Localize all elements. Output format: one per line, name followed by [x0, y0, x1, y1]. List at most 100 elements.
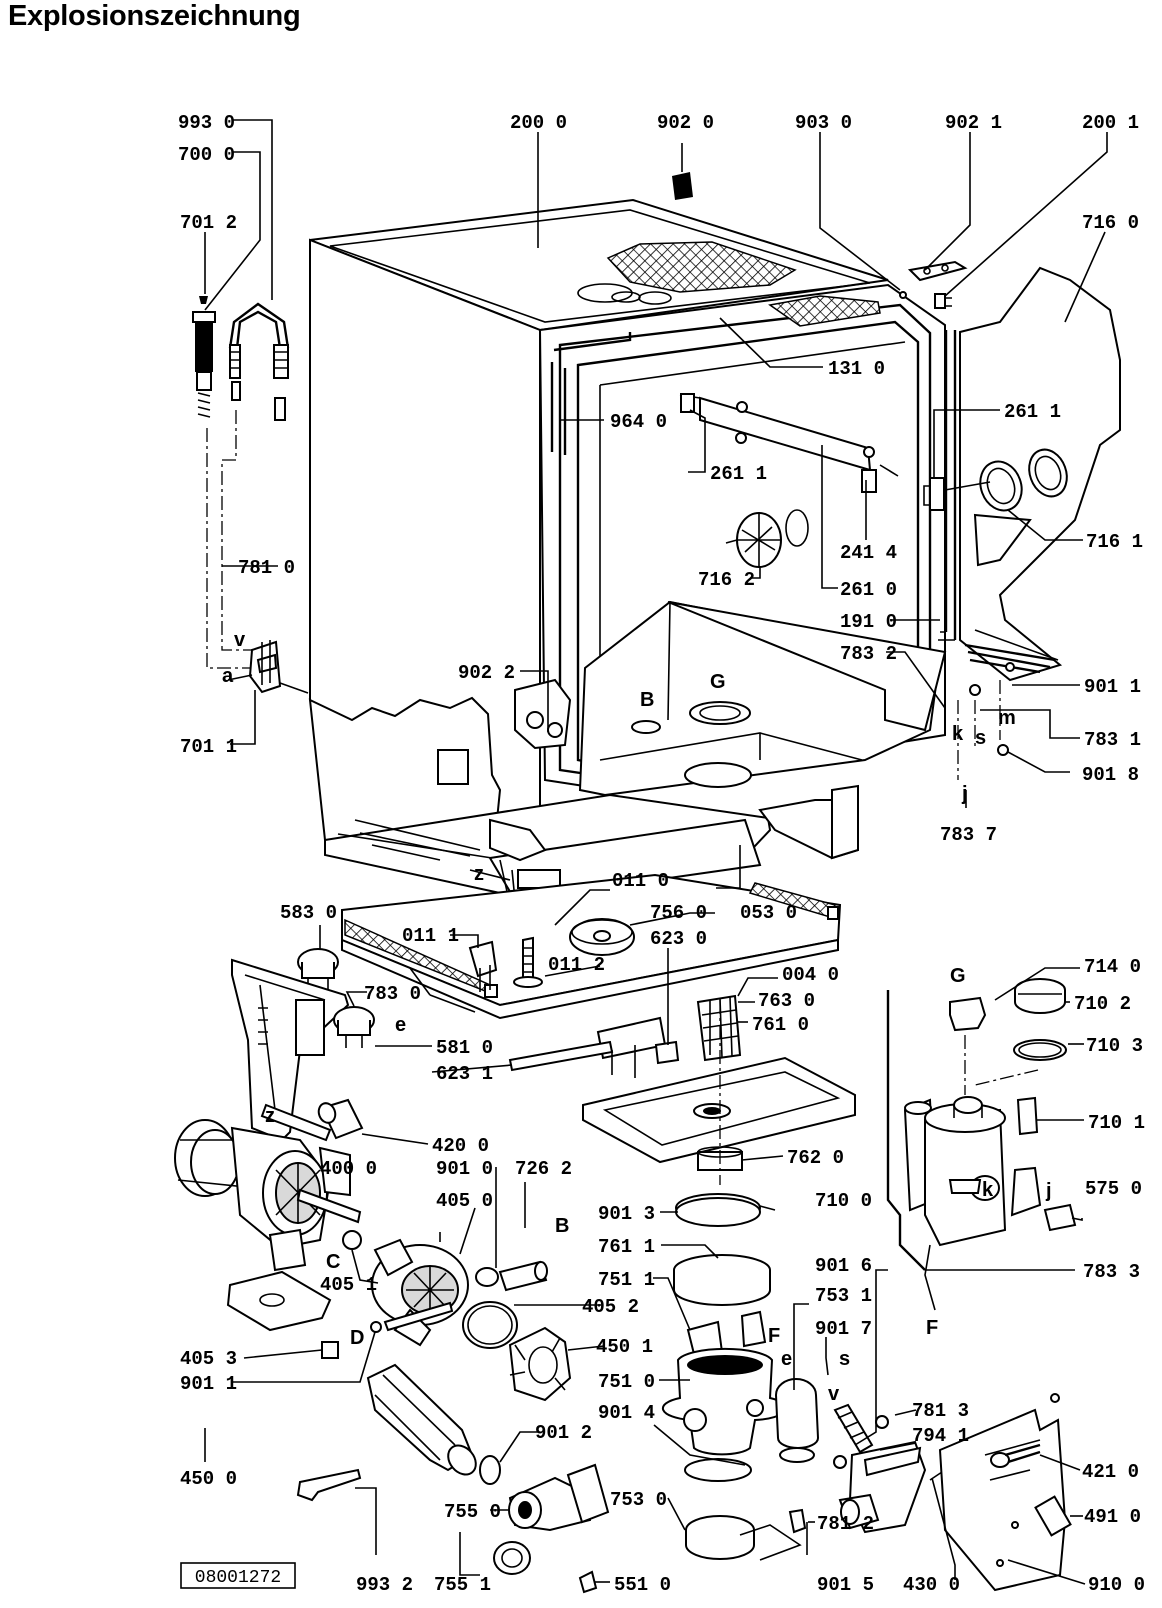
drain-hose-parts — [296, 1363, 610, 1594]
callout-781-0: 781 0 — [238, 557, 295, 579]
callout-716-1: 716 1 — [1086, 531, 1143, 553]
water-softener-710 — [886, 978, 1077, 1311]
callout-405-1: 405 1 — [320, 1274, 377, 1296]
callout-902-2: 902 2 — [458, 662, 515, 684]
callout-011-1: 011 1 — [402, 925, 459, 947]
callout-241-4: 241 4 — [840, 542, 897, 564]
control-plate-421 — [938, 1393, 1072, 1592]
drawing-number-box — [180, 1562, 296, 1589]
callout-200-1: 200 1 — [1082, 112, 1139, 134]
callout-763-0: 763 0 — [758, 990, 815, 1012]
callout-405-2: 405 2 — [582, 1296, 639, 1318]
callout-901-5: 901 5 — [817, 1574, 874, 1596]
callout-710-2: 710 2 — [1074, 993, 1131, 1015]
callout-993-2: 993 2 — [356, 1574, 413, 1596]
part-902-0 — [672, 143, 693, 200]
callout-700-0: 700 0 — [178, 144, 235, 166]
callout-labels: 993 0 700 0 701 2 200 0 902 0 903 0 902 … — [178, 112, 1145, 1596]
letter-s-valve: s — [839, 1348, 850, 1370]
callout-583-0: 583 0 — [280, 902, 337, 924]
left-hose-parts — [192, 296, 309, 694]
callout-794-1: 794 1 — [912, 1425, 969, 1447]
letter-s-top: s — [975, 727, 986, 749]
callout-751-1: 751 1 — [598, 1269, 655, 1291]
callout-575-0: 575 0 — [1085, 1178, 1142, 1200]
callout-753-0: 753 0 — [610, 1489, 667, 1511]
leader-lines — [204, 119, 1108, 1585]
callout-753-1: 753 1 — [815, 1285, 872, 1307]
letter-b-tub: B — [640, 689, 654, 711]
letter-v-valve: v — [828, 1383, 840, 1405]
callout-191-0: 191 0 — [840, 611, 897, 633]
callout-783-2: 783 2 — [840, 643, 897, 665]
letter-c: C — [326, 1251, 340, 1273]
callout-261-0: 261 0 — [840, 579, 897, 601]
callout-053-0: 053 0 — [740, 902, 797, 924]
letter-m: m — [998, 707, 1016, 729]
callout-755-0: 755 0 — [444, 1501, 501, 1523]
motor-pump-assembly — [174, 1119, 572, 1402]
callout-710-1: 710 1 — [1088, 1112, 1145, 1134]
callout-783-1: 783 1 — [1084, 729, 1141, 751]
callout-902-0: 902 0 — [657, 112, 714, 134]
letter-e-valve: e — [781, 1348, 792, 1370]
callout-761-0: 761 0 — [752, 1014, 809, 1036]
callout-756-0: 756 0 — [650, 902, 707, 924]
callout-710-0: 710 0 — [815, 1190, 872, 1212]
parts-903-902-200 — [899, 260, 968, 309]
letter-j-top: j — [961, 783, 968, 805]
filter-sump-parts — [582, 994, 856, 1185]
callout-491-0: 491 0 — [1084, 1506, 1141, 1528]
callout-710-3: 710 3 — [1086, 1035, 1143, 1057]
pressure-switch-bracket — [231, 948, 375, 1142]
side-cover-716-0 — [957, 266, 1121, 780]
letter-j-softener: j — [1045, 1180, 1052, 1202]
letter-z-base: z — [474, 863, 484, 885]
callout-405-3: 405 3 — [180, 1348, 237, 1370]
clip-261-1-right — [923, 477, 945, 511]
callout-011-0: 011 0 — [612, 870, 669, 892]
callout-781-2: 781 2 — [817, 1513, 874, 1535]
letter-g-softener: G — [950, 965, 966, 987]
letter-k-softener: k — [982, 1179, 994, 1201]
callout-623-0: 623 0 — [650, 928, 707, 950]
callout-755-1: 755 1 — [434, 1574, 491, 1596]
letter-a: a — [222, 665, 234, 687]
callout-762-0: 762 0 — [787, 1147, 844, 1169]
callout-903-0: 903 0 — [795, 112, 852, 134]
callout-751-0: 751 0 — [598, 1371, 655, 1393]
callout-581-0: 581 0 — [436, 1037, 493, 1059]
callout-781-3: 781 3 — [912, 1400, 969, 1422]
callout-901-4: 901 4 — [598, 1402, 655, 1424]
callout-901-0: 901 0 — [436, 1158, 493, 1180]
callout-701-1: 701 1 — [180, 736, 237, 758]
letter-z-bracket: z — [265, 1105, 275, 1127]
letter-v-top: v — [234, 629, 246, 651]
callout-400-0: 400 0 — [320, 1158, 377, 1180]
callout-131-0: 131 0 — [828, 358, 885, 380]
letter-b-tube: B — [555, 1215, 569, 1237]
callout-716-0: 716 0 — [1082, 212, 1139, 234]
tub-cabinet — [308, 198, 947, 906]
letter-k-top: k — [952, 723, 964, 745]
callout-004-0: 004 0 — [782, 964, 839, 986]
drawing-number: 08001272 — [195, 1568, 281, 1588]
callout-430-0: 430 0 — [903, 1574, 960, 1596]
callout-783-3: 783 3 — [1083, 1261, 1140, 1283]
base-tray-004-0 — [341, 873, 842, 1078]
callout-011-2: 011 2 — [548, 954, 605, 976]
callout-910-0: 910 0 — [1088, 1574, 1145, 1596]
callout-901-6: 901 6 — [815, 1255, 872, 1277]
callout-901-1-top: 901 1 — [1084, 676, 1141, 698]
callout-901-1-bottom: 901 1 — [180, 1373, 237, 1395]
callout-701-2: 701 2 — [180, 212, 237, 234]
door-seal-191-0 — [938, 330, 957, 641]
callout-901-8: 901 8 — [1082, 764, 1139, 786]
callout-902-1: 902 1 — [945, 112, 1002, 134]
callout-714-0: 714 0 — [1084, 956, 1141, 978]
callout-726-2: 726 2 — [515, 1158, 572, 1180]
callout-450-1: 450 1 — [596, 1336, 653, 1358]
callout-551-0: 551 0 — [614, 1574, 671, 1596]
letter-e-bracket: e — [395, 1014, 406, 1036]
